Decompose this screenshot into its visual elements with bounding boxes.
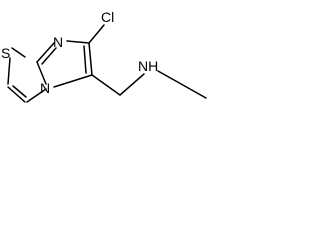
amine-label: NH: [138, 58, 158, 74]
atom-labels: Cl N N S NH: [1, 9, 158, 96]
bonds: [7, 24, 207, 103]
bridgehead-nitrogen-label: N: [40, 80, 50, 96]
bond-c5-ch2: [91, 74, 121, 96]
chlorine-label: Cl: [101, 9, 114, 25]
bond-c2-c3-double: [12, 85, 27, 98]
bond-s-c7a: [11, 47, 26, 58]
ring-nitrogen-label: N: [53, 34, 63, 50]
bond-c6-c5: [88, 42, 93, 76]
bond-c6-cl: [88, 24, 105, 44]
bond-c2-c3: [7, 86, 26, 103]
bond-c3-n4: [26, 88, 47, 103]
molecule-structure: Cl N N S NH: [1, 9, 207, 103]
bond-n7-c6: [66, 40, 90, 44]
bond-s-c2: [7, 57, 11, 85]
sulfur-label: S: [1, 45, 10, 61]
bond-c6-c5-double: [83, 45, 87, 74]
bond-c7a-n7: [36, 42, 55, 63]
bond-c7a-n7-double: [41, 47, 57, 65]
bond-c5-n4: [53, 74, 93, 88]
bond-nh-ch3: [157, 70, 207, 99]
bond-n4-c7a: [36, 61, 47, 85]
bond-ch2-nh: [119, 73, 145, 96]
